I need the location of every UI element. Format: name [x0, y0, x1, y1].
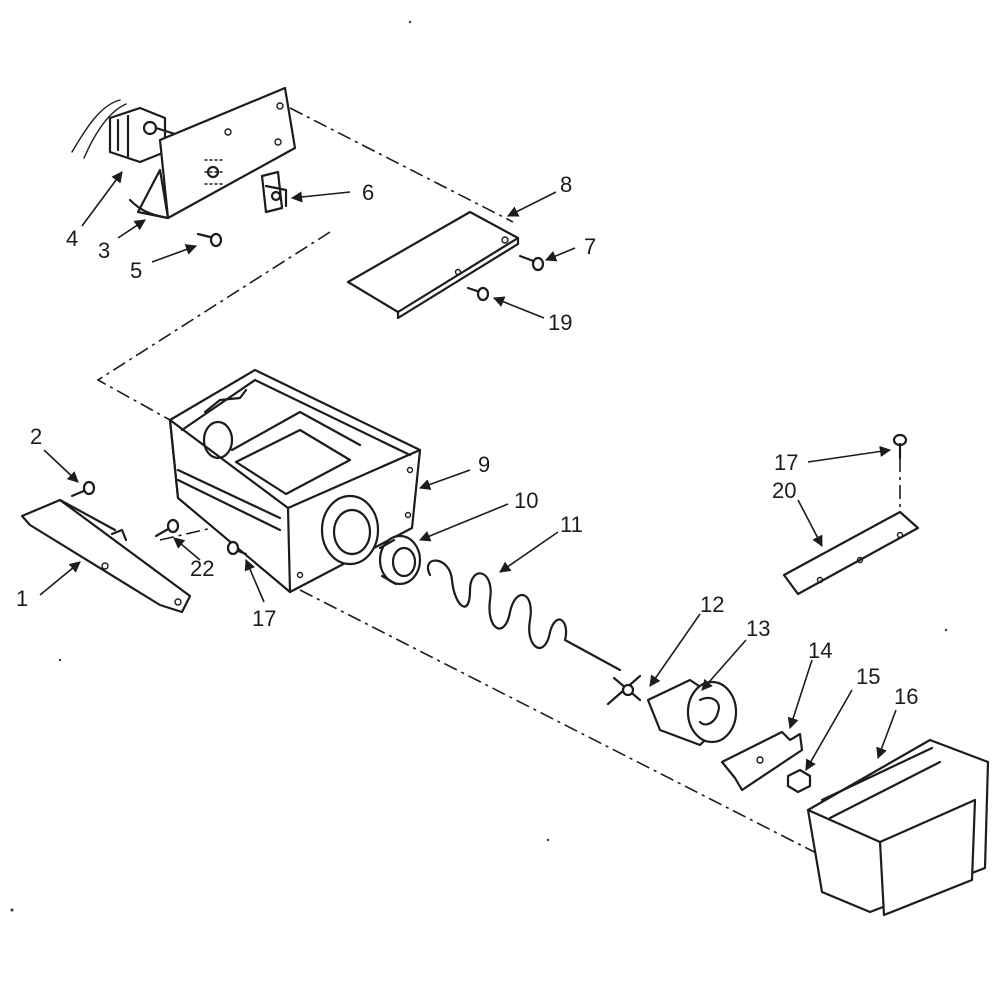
- callout-1: 1: [16, 586, 28, 611]
- callout-8: 8: [560, 172, 572, 197]
- callout-5: 5: [130, 258, 142, 283]
- screw-2-part: [70, 480, 96, 498]
- callout-9: 9: [478, 452, 490, 477]
- callout-20: 20: [772, 478, 796, 503]
- callout-6: 6: [362, 180, 374, 205]
- side-bracket-part: [782, 510, 920, 596]
- ice-housing-part: [168, 368, 422, 594]
- callout-7: 7: [584, 234, 596, 259]
- clip-part: [260, 170, 288, 214]
- motor-bracket-part: [128, 86, 297, 220]
- leader-lines: [39, 171, 897, 771]
- callout-3: 3: [98, 238, 110, 263]
- callout-15: 15: [856, 664, 880, 689]
- callout-17a: 17: [774, 450, 798, 475]
- callout-14: 14: [808, 638, 832, 663]
- screw-5-part: [196, 232, 223, 248]
- auger-spring-part: [426, 559, 622, 672]
- nut-part: [786, 768, 812, 794]
- support-bar-part: [20, 498, 192, 614]
- auger-bracket-part: [720, 730, 804, 792]
- callout-12: 12: [700, 592, 724, 617]
- scan-specks: [10, 20, 948, 912]
- auger-cup-part: [646, 678, 738, 747]
- callout-19: 19: [548, 310, 572, 335]
- callout-13: 13: [746, 616, 770, 641]
- screw-19-part: [466, 286, 490, 302]
- front-cover-part: [806, 738, 990, 917]
- screw-7-part: [518, 254, 545, 272]
- callout-10: 10: [514, 488, 538, 513]
- callout-17b: 17: [252, 606, 276, 631]
- drive-cross-part: [606, 674, 642, 706]
- callout-4: 4: [66, 226, 78, 251]
- screw-17b-part: [892, 433, 908, 460]
- motor-part: [71, 99, 177, 164]
- callout-16: 16: [894, 684, 918, 709]
- callout-22: 22: [190, 556, 214, 581]
- callout-2: 2: [30, 424, 42, 449]
- callout-labels: 1 2 3 4 5 6 7 8 9 10 11 12 13 14 15 16 1…: [16, 172, 918, 709]
- screw-17a-part: [226, 540, 248, 556]
- callout-11: 11: [560, 512, 583, 537]
- cover-plate-part: [346, 210, 520, 320]
- screw-22-part: [154, 518, 180, 538]
- bearing-part: [378, 534, 422, 586]
